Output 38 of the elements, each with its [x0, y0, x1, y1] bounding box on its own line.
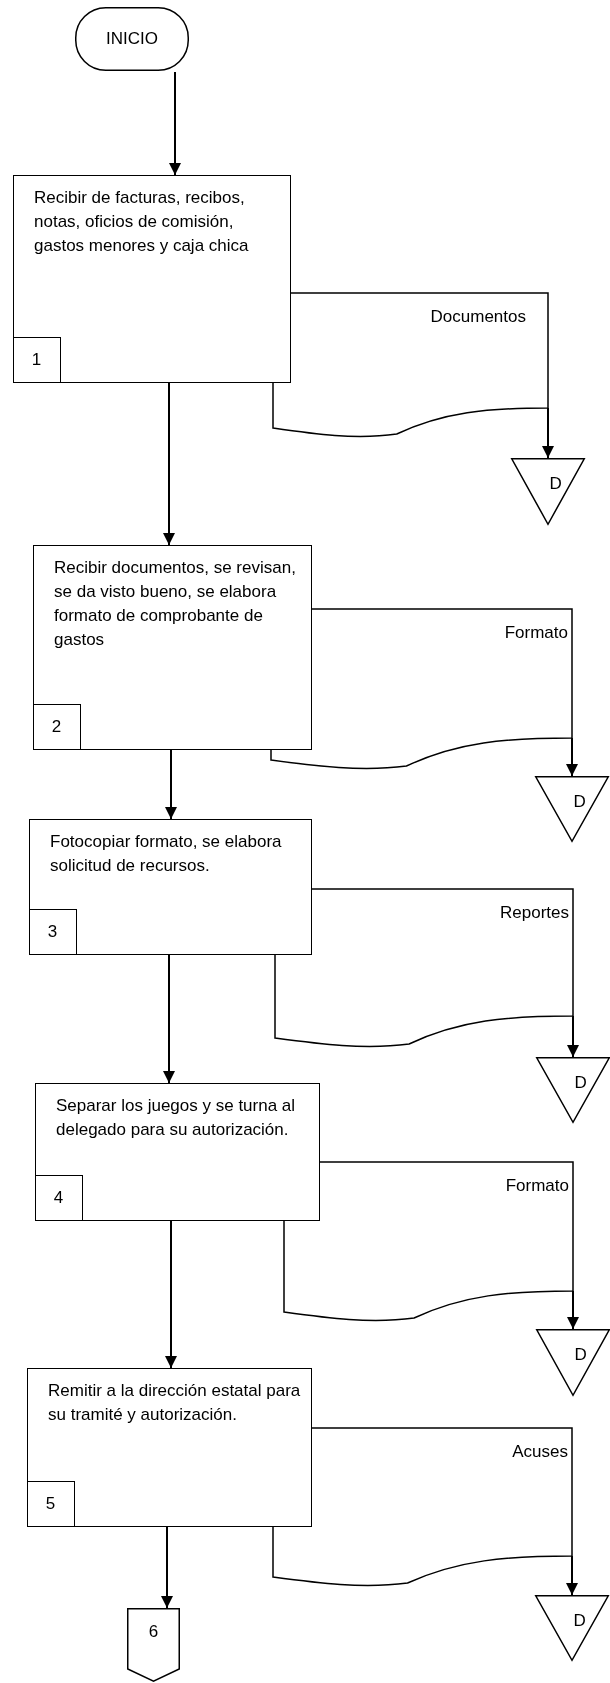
arrow — [542, 407, 554, 459]
arrow — [165, 1220, 177, 1369]
step-number: 1 — [12, 336, 61, 383]
step-text: Separar los juegos y se turna al delegado para su autorización. — [56, 1095, 297, 1141]
arrow — [566, 1555, 578, 1596]
arrow — [165, 749, 177, 820]
file-letter: D — [573, 792, 586, 812]
file-letter: D — [574, 1073, 587, 1093]
file-letter: D — [574, 1345, 587, 1365]
arrow — [163, 382, 175, 546]
terminal-text: INICIO — [105, 29, 159, 49]
file-letter: D — [573, 1611, 586, 1631]
arrow — [163, 954, 175, 1084]
document-label: Formato — [505, 1176, 569, 1196]
step-text: Fotocopiar formato, se elabora solicitud de recursos. — [50, 831, 283, 877]
step-number: 3 — [28, 908, 77, 955]
document-label: Formato — [504, 623, 568, 643]
arrow — [567, 1290, 579, 1330]
step-text: Remitir a la dirección estatal para su tramité y autorización. — [48, 1380, 302, 1426]
step-number: 5 — [26, 1480, 75, 1527]
process-box — [33, 545, 312, 750]
process-box — [13, 175, 291, 383]
step-number: 4 — [34, 1174, 83, 1221]
process-box — [35, 1083, 320, 1221]
step-text: Recibir documentos, se revisan, se da visto bueno, se elabora formato de comprobante de gastos — [54, 557, 297, 651]
document-label: Documentos — [430, 307, 526, 327]
arrow — [169, 71, 181, 176]
file-letter: D — [549, 474, 562, 494]
step-number: 2 — [32, 703, 81, 750]
process-box — [29, 819, 312, 955]
connector-number: 6 — [147, 1622, 160, 1642]
arrow — [161, 1526, 173, 1609]
document-label: Acuses — [512, 1442, 568, 1462]
arrow — [566, 737, 578, 777]
process-box — [27, 1368, 312, 1527]
arrow — [567, 1015, 579, 1058]
document-label: Reportes — [500, 903, 569, 923]
step-text: Recibir de facturas, recibos, notas, oficios de comisión, gastos menores y caja chica — [34, 187, 250, 257]
